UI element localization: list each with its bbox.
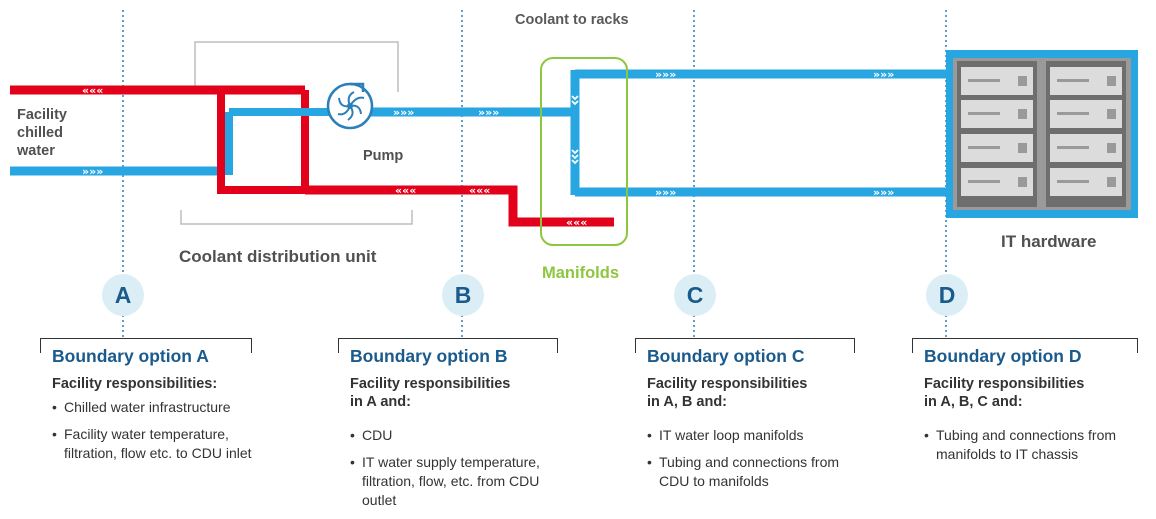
boundary-option-d: Boundary option D Facility responsibilit…	[912, 338, 1150, 518]
flow-chevron: «««	[395, 184, 416, 197]
option-bracket	[635, 338, 855, 353]
facility-chilled-water-label: Facility chilled water	[16, 107, 67, 159]
option-subtitle: Facility responsibilities in A, B, C and…	[924, 376, 1085, 410]
boundary-lines	[122, 10, 947, 340]
option-bullets: Tubing and connections from manifolds to…	[924, 426, 1139, 472]
flow-chevron: »»»	[873, 186, 894, 199]
it-loop-pipes	[305, 69, 955, 227]
option-title: Boundary option B	[350, 346, 508, 366]
flow-chevron: »»»	[655, 186, 676, 199]
option-bracket	[912, 338, 1138, 353]
flow-chevron: »»»	[478, 106, 499, 119]
manifold-flow-chevrons	[571, 95, 579, 165]
svg-text:B: B	[455, 282, 472, 308]
boundary-marker-c: C	[674, 274, 716, 316]
option-title: Boundary option A	[52, 346, 209, 366]
option-bracket	[40, 338, 252, 353]
option-subtitle: Facility responsibilities in A, B and:	[647, 376, 808, 410]
it-return-pipe	[305, 185, 614, 227]
it-hardware-rack	[946, 50, 1138, 218]
option-subtitle: Facility responsibilities in A and:	[350, 376, 511, 410]
boundary-marker-d: D	[926, 274, 968, 316]
cdu-enclosure	[180, 41, 413, 225]
it-hardware-label: IT hardware	[1001, 232, 1096, 251]
flow-chevron: »»»	[655, 68, 676, 81]
boundary-option-b: Boundary option B Facility responsibilit…	[338, 338, 573, 518]
heat-exchanger	[217, 90, 345, 194]
flow-chevron: «««	[469, 184, 490, 197]
option-bullet: CDU	[350, 426, 565, 445]
facility-loop	[10, 85, 305, 176]
flow-chevrons: ««« »»» »»» »»» ««« ««« ««« »»» »»» »»» …	[82, 68, 894, 229]
svg-text:A: A	[115, 282, 132, 308]
pump-impeller-icon	[326, 82, 374, 130]
option-title: Boundary option D	[924, 346, 1082, 366]
flow-chevron: »»»	[873, 68, 894, 81]
option-bracket	[338, 338, 558, 353]
flow-chevron: »»»	[82, 165, 103, 178]
boundary-option-a: Boundary option A Facility responsibilit…	[40, 338, 270, 518]
manifolds-box	[540, 57, 628, 246]
option-title: Boundary option C	[647, 346, 805, 366]
svg-text:chilled: chilled	[17, 125, 63, 141]
option-bullets: IT water loop manifolds Tubing and conne…	[647, 426, 862, 499]
svg-text:Facility: Facility	[17, 107, 67, 123]
flow-chevron: «««	[82, 84, 103, 97]
option-bullet: Tubing and connections from CDU to manif…	[647, 453, 862, 491]
flow-chevron: «««	[566, 216, 587, 229]
flow-chevron: »»»	[393, 106, 414, 119]
option-bullet: Tubing and connections from manifolds to…	[924, 426, 1139, 464]
option-bullet: Facility water temperature, filtration, …	[52, 425, 267, 463]
manifolds-label: Manifolds	[542, 264, 619, 282]
option-subtitle: Facility responsibilities:	[52, 376, 218, 392]
boundary-marker-b: B	[442, 274, 484, 316]
option-bullet: IT water supply temperature, filtration,…	[350, 453, 565, 510]
option-bullets: Chilled water infrastructure Facility wa…	[52, 398, 267, 471]
coolant-to-racks-label: Coolant to racks	[515, 12, 629, 28]
option-bullet: Chilled water infrastructure	[52, 398, 267, 417]
svg-text:C: C	[687, 282, 704, 308]
boundary-option-c: Boundary option C Facility responsibilit…	[635, 338, 865, 518]
boundary-marker-a: A	[102, 274, 144, 316]
option-bullet: IT water loop manifolds	[647, 426, 862, 445]
option-bullets: CDU IT water supply temperature, filtrat…	[350, 426, 565, 518]
svg-text:D: D	[939, 282, 956, 308]
cdu-label: Coolant distribution unit	[179, 247, 377, 266]
pump-label: Pump	[363, 148, 403, 164]
svg-text:water: water	[16, 143, 55, 159]
server-unit-icon	[961, 67, 1122, 196]
